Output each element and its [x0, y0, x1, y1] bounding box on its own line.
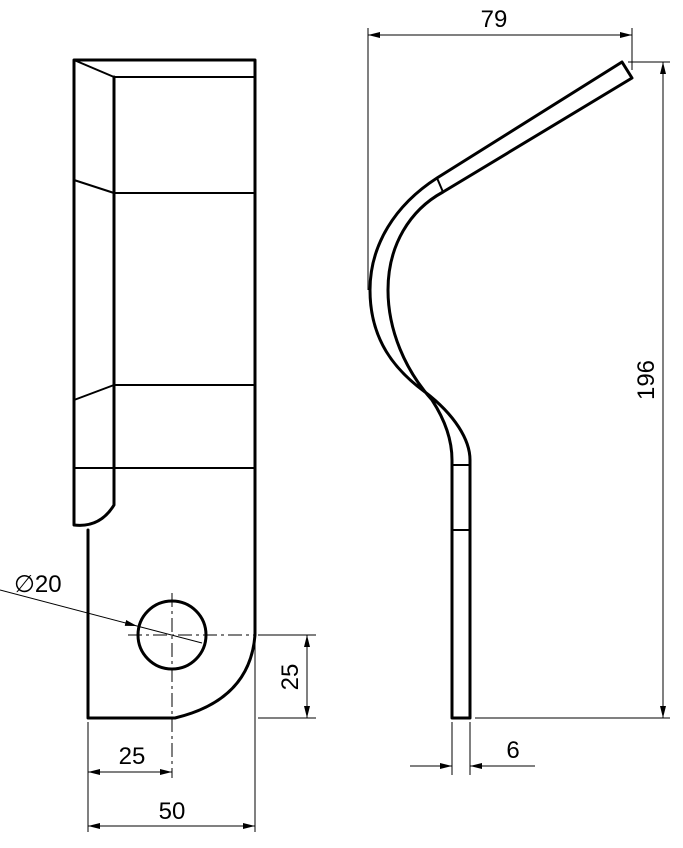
dimension-thickness-6: 6	[410, 722, 535, 775]
dimension-vertical-25: 25	[258, 634, 316, 719]
bend-tangent-line	[424, 391, 433, 401]
side-view-outer-profile	[368, 60, 634, 720]
dimension-height-196: 196	[475, 61, 670, 719]
chamfer-line	[73, 59, 115, 78]
dimension-text: 50	[159, 798, 186, 825]
side-view	[368, 60, 634, 720]
chamfer-line	[73, 179, 115, 194]
dimension-text: 25	[119, 743, 146, 770]
dimension-hole-diameter: ∅20	[0, 571, 203, 644]
dimension-text: 196	[633, 360, 660, 400]
front-view	[72, 58, 257, 778]
chamfer-line	[73, 384, 115, 401]
bend-tangent-line	[436, 177, 444, 193]
dimension-text: 25	[277, 664, 304, 691]
dimension-text: 79	[481, 6, 508, 33]
dimension-text: 6	[506, 737, 519, 764]
dimension-width-50: 50	[88, 640, 256, 832]
dimension-horizontal-79: 79	[367, 6, 633, 290]
dimension-text: ∅20	[14, 571, 62, 598]
dimension-horizontal-25: 25	[87, 722, 172, 832]
